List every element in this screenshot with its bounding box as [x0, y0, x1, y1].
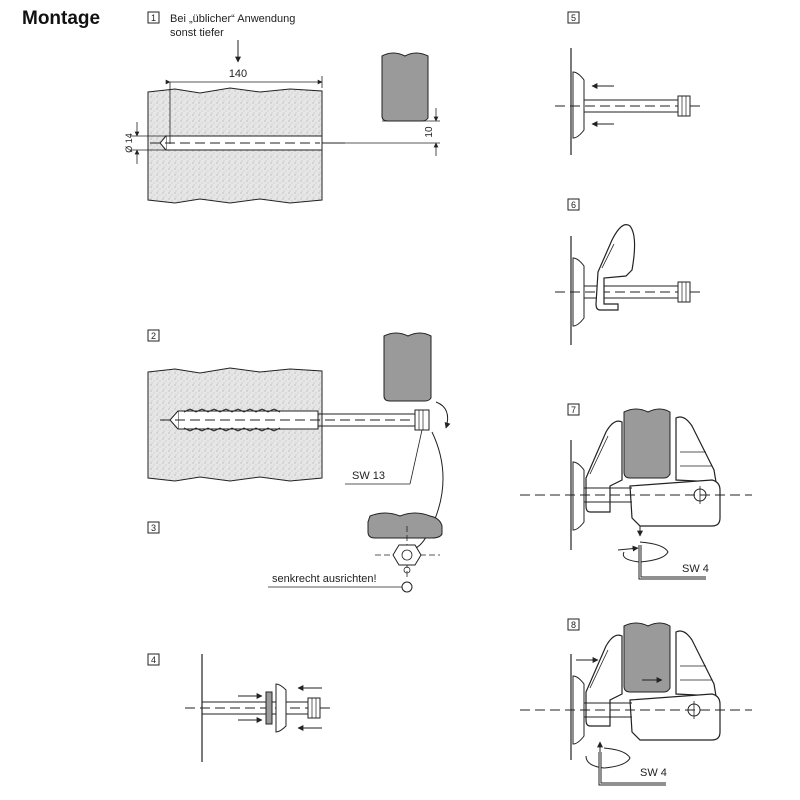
clamp-body-8 — [629, 693, 721, 741]
wrench-size-label: SW 13 — [352, 470, 385, 482]
hex-head-2 — [414, 409, 430, 431]
step-8-number: 8 — [571, 620, 576, 630]
step-4-number: 4 — [151, 655, 156, 665]
step-7-number: 7 — [571, 405, 576, 415]
step-5: 5 — [555, 11, 700, 155]
hex-nut-top-view — [392, 544, 422, 566]
washer-4 — [265, 691, 273, 725]
allen-key-label-8: SW 4 — [640, 767, 667, 779]
clamp-left-7 — [585, 420, 623, 513]
wood-block-7 — [623, 408, 671, 479]
step-8: 8 SW 4 — [520, 618, 752, 786]
dimension-depth: 140 — [229, 68, 247, 80]
allen-key-label-7: SW 4 — [682, 563, 709, 575]
wood-block-1 — [381, 52, 429, 122]
clamp-bracket-6 — [595, 224, 636, 311]
step-4: 4 — [147, 653, 335, 762]
wood-block-3 — [367, 512, 443, 539]
dimension-diameter: Ø 14 — [124, 133, 134, 153]
step-1-note-line2: sonst tiefer — [170, 27, 224, 39]
clamp-right-8 — [675, 630, 717, 697]
clamp-right-7 — [675, 416, 717, 483]
step-2-number: 2 — [151, 331, 156, 341]
clamp-left-8 — [585, 634, 623, 727]
step-3: 3 senkrecht ausrichten! — [147, 512, 443, 593]
dimension-offset: 10 — [424, 126, 435, 138]
step-6: 6 — [555, 198, 700, 345]
step-1-note-line1: Bei „üblicher“ Anwendung — [170, 13, 295, 25]
align-note: senkrecht ausrichten! — [272, 573, 377, 585]
step-3-number: 3 — [151, 523, 156, 533]
wood-block-8 — [623, 622, 671, 693]
page-title: Montage — [22, 8, 101, 29]
step-5-number: 5 — [571, 13, 576, 23]
step-7: 7 SW 4 — [520, 403, 752, 580]
wood-block-2 — [383, 332, 432, 402]
clamp-body-7 — [629, 479, 721, 527]
step-1: 1 Bei „üblicher“ Anwendung sonst tiefer … — [124, 11, 440, 204]
step-1-box — [147, 11, 160, 24]
rosette-5 — [572, 71, 585, 139]
step-2: 2 SW 13 — [147, 329, 451, 553]
step-6-number: 6 — [571, 200, 576, 210]
rosette-4 — [275, 683, 287, 733]
step-1-number: 1 — [151, 13, 156, 23]
